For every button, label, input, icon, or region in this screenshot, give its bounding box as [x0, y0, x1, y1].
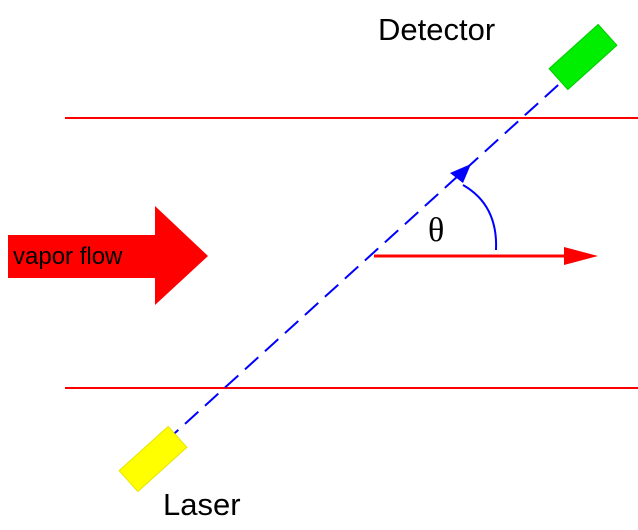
vapor-flow-arrow	[8, 206, 208, 305]
detector-label: Detector	[378, 12, 495, 47]
vapor-flow-label: vapor flow	[13, 243, 123, 270]
laser-beam-line	[164, 66, 579, 443]
beam-arrowhead	[450, 164, 471, 183]
detector-icon	[548, 23, 618, 91]
laser-icon	[118, 425, 188, 493]
laser-label: Laser	[163, 487, 241, 522]
angle-arc	[462, 184, 498, 251]
angle-label: θ	[428, 212, 444, 249]
velocity-arrowhead	[564, 247, 598, 265]
